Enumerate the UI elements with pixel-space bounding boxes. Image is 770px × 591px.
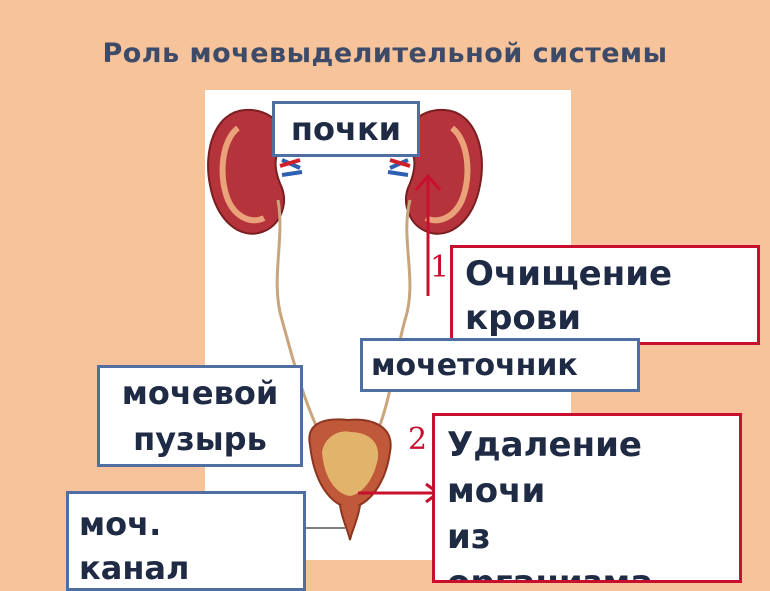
label-urine-removal-line-4: организма — [447, 563, 654, 583]
right-kidney-icon — [387, 108, 483, 235]
label-bladder: мочевой пузырь — [97, 365, 303, 467]
label-urethra-line-1: моч. — [79, 505, 162, 543]
arrow-up-icon — [414, 173, 442, 296]
label-blood-cleaning: Очищение крови — [450, 245, 760, 345]
label-urine-removal-line-3: из — [447, 517, 491, 557]
urinary-system-illustration — [207, 108, 483, 541]
step-number-1: 1 — [430, 250, 450, 285]
label-bladder-line-1: мочевой — [121, 374, 279, 412]
right-ureter — [376, 199, 412, 431]
label-urethra: моч. канал — [66, 491, 306, 591]
label-blood-cleaning-line-2: крови — [465, 298, 582, 338]
label-bladder-line-2: пузырь — [133, 420, 267, 458]
label-blood-cleaning-line-1: Очищение — [465, 254, 673, 294]
bladder-icon — [308, 418, 392, 541]
label-urine-removal: Удаление мочи из организма — [432, 413, 742, 583]
label-urine-removal-line-1: Удаление — [447, 425, 642, 465]
label-urethra-line-2: канал — [79, 549, 190, 587]
left-ureter — [275, 199, 320, 431]
label-ureter: мочеточник — [360, 338, 640, 392]
label-urine-removal-line-2: мочи — [447, 471, 546, 511]
page-title: Роль мочевыделительной системы — [102, 38, 668, 69]
label-kidneys: почки — [272, 101, 420, 157]
step-number-2: 2 — [408, 422, 428, 457]
